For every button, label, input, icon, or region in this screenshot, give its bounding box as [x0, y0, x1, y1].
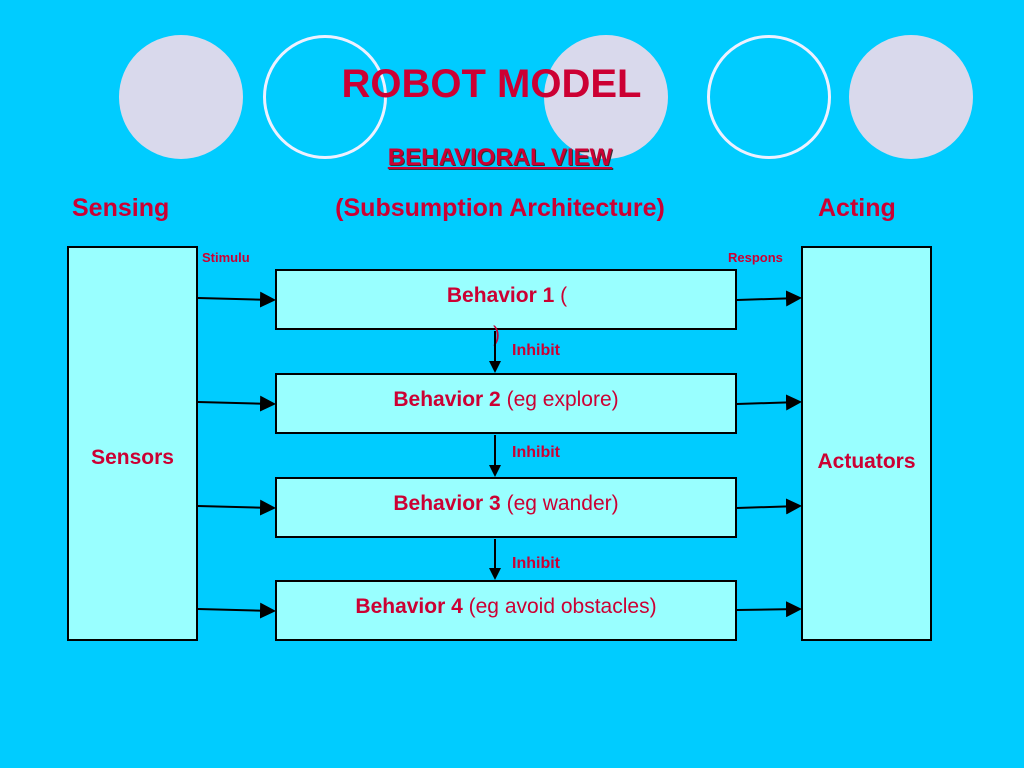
- architecture-label: (Subsumption Architecture): [335, 194, 665, 222]
- behavior-1-text: Behavior 1 (: [417, 283, 597, 309]
- response-arrow-3: [736, 498, 802, 515]
- inhibit-label-2: Inhibit: [512, 444, 560, 461]
- inhibit-label-1: Inhibit: [512, 342, 560, 359]
- behavior-4-detail: (eg avoid obstacles): [462, 595, 657, 618]
- acting-label: Acting: [818, 194, 896, 222]
- inhibit-label-3: Inhibit: [512, 555, 560, 572]
- response-label: Respons: [728, 250, 783, 265]
- decor-circle-2: [544, 35, 668, 159]
- behavior-3-text: Behavior 3 (eg wander): [277, 491, 735, 517]
- stimulus-arrow-2: [197, 395, 276, 412]
- actuators-label: Actuators: [817, 450, 916, 473]
- decor-ring-2: [707, 35, 831, 159]
- behavior-3-box: Behavior 3 (eg wander): [275, 477, 737, 538]
- stimulus-label: Stimulu: [202, 250, 250, 265]
- behavior-3-name: Behavior 3: [393, 492, 501, 515]
- slide-subtitle: BEHAVIORAL VIEW: [387, 144, 613, 171]
- stimulus-arrow-1: [197, 291, 276, 308]
- behavior-2-name: Behavior 2: [393, 388, 501, 411]
- sensing-label: Sensing: [72, 194, 170, 222]
- stimulus-arrow-4: [197, 602, 276, 619]
- response-arrow-4: [736, 601, 802, 618]
- behavior-1-box: Behavior 1 ( ): [275, 269, 737, 346]
- actuators-box: Actuators: [801, 246, 932, 641]
- behavior-1-name: Behavior 1: [446, 284, 555, 307]
- decor-ring-1: [263, 35, 387, 159]
- decor-circle-3: [849, 35, 973, 159]
- behavior-1-overflow: ): [493, 323, 500, 346]
- behavior-2-detail: (eg explore): [500, 388, 619, 411]
- behavior-1-detail: (: [554, 284, 568, 307]
- stimulus-arrow-3: [197, 499, 276, 516]
- behavior-4-name: Behavior 4: [355, 595, 463, 618]
- behavior-4-text: Behavior 4 (eg avoid obstacles): [277, 594, 735, 620]
- sensors-label: Sensors: [91, 446, 174, 469]
- slide-title: ROBOT MODEL: [341, 62, 642, 106]
- sensors-box: Sensors: [67, 246, 198, 641]
- behavior-2-text: Behavior 2 (eg explore): [277, 387, 735, 413]
- response-arrow-1: [736, 290, 802, 307]
- behavior-3-detail: (eg wander): [500, 492, 619, 515]
- decor-circle-1: [119, 35, 243, 159]
- behavior-2-box: Behavior 2 (eg explore): [275, 373, 737, 434]
- behavior-4-box: Behavior 4 (eg avoid obstacles): [275, 580, 737, 641]
- response-arrow-2: [736, 394, 802, 411]
